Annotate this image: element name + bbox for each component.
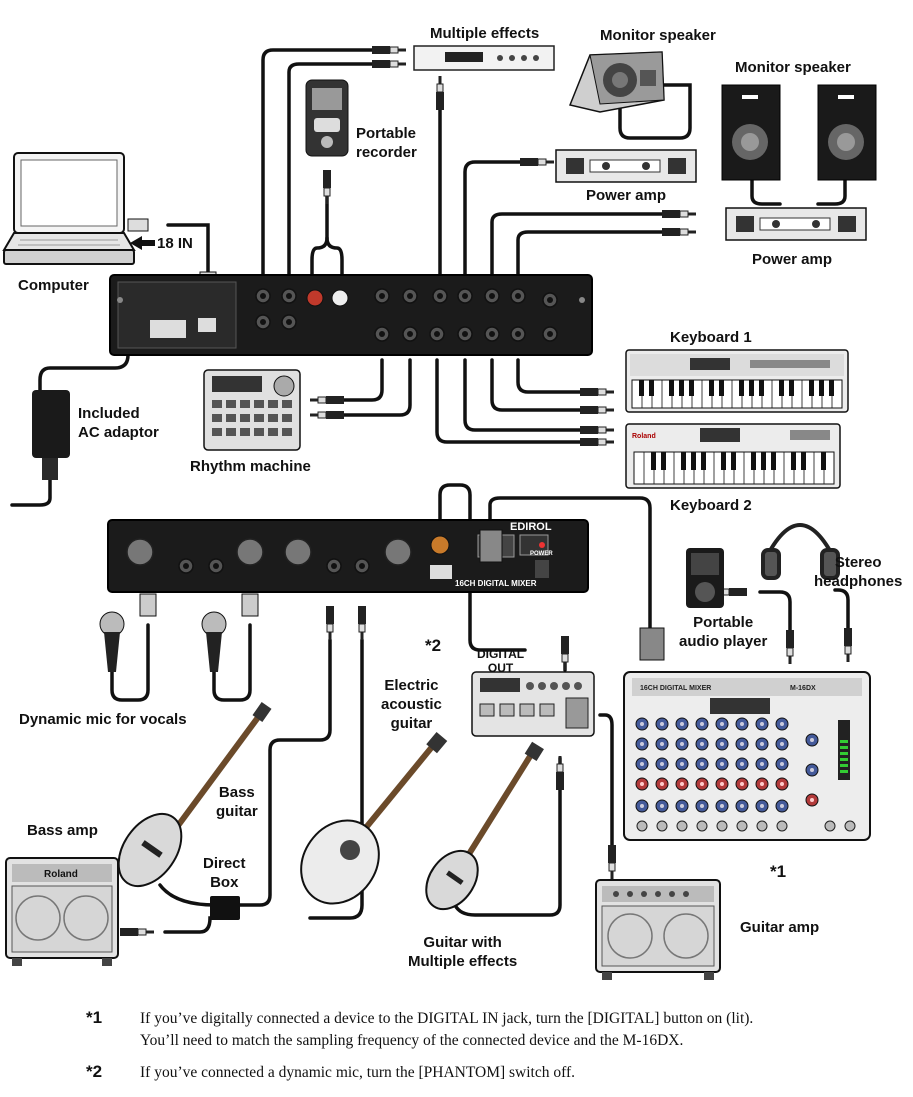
keyboard-1-device: [625, 349, 849, 413]
label-portable-recorder: Portable recorder: [356, 125, 417, 161]
rhythm-machine-device: [203, 369, 301, 451]
mixer-model: M-16DX: [790, 685, 816, 692]
note-2-line-1: If you’ve connected a dynamic mic, turn …: [140, 1064, 576, 1081]
monitor-speaker-left: [721, 84, 781, 181]
connection-diagram: Roland: [2, 45, 877, 980]
mic-1: [99, 611, 125, 672]
power-amp-1: [555, 149, 697, 183]
label-guitar-amp: Guitar amp: [740, 919, 820, 936]
digital-mixer-device: 16CH DIGITAL MIXER M-16DX: [623, 671, 871, 841]
label-portable-audio-player: Portable audio player: [679, 614, 768, 650]
label-rhythm-machine: Rhythm machine: [190, 458, 311, 475]
mic-2: [201, 611, 227, 672]
power-label: POWER: [530, 551, 553, 557]
label-bass-guitar: Bass guitar: [216, 784, 258, 820]
label-digital-out: DIGITAL OUT: [477, 647, 525, 675]
label-keyboard-1: Keyboard 1: [670, 329, 752, 346]
keyboard-2-brand: Roland: [632, 433, 656, 440]
label-power-amp-2: Power amp: [752, 251, 833, 268]
edirol-logo: EDIROL: [510, 521, 552, 533]
direct-box-device: [210, 896, 240, 920]
label-electric-acoustic-guitar: Electric acoustic guitar: [381, 677, 442, 732]
note-1-line-2: You’ll need to match the sampling freque…: [140, 1032, 684, 1049]
portable-audio-player-device: [686, 548, 724, 608]
label-multiple-effects: Multiple effects: [430, 25, 540, 42]
computer-laptop: [2, 152, 136, 265]
multi-effects-pedal: [471, 671, 595, 737]
rack-front-panel: EDIROL 16CH DIGITAL MIXER POWER: [107, 519, 589, 593]
ac-adaptor: [32, 390, 70, 480]
rack-rear-panel: [109, 274, 593, 356]
power-amp-2: [725, 207, 867, 241]
multiple-effects-unit: [413, 45, 555, 71]
bass-amp-brand: Roland: [44, 869, 78, 880]
monitor-speaker-right: [817, 84, 877, 181]
bass-amp-device: Roland: [5, 857, 119, 966]
keyboard-2-device: Roland: [625, 423, 841, 489]
stereo-headphones-device: [761, 523, 840, 580]
guitar-amp-device: [595, 879, 721, 980]
cables: [10, 48, 850, 934]
label-bass-amp: Bass amp: [27, 822, 98, 839]
label-18-in: 18 IN: [157, 235, 193, 252]
label-monitor-speaker-1: Monitor speaker: [600, 27, 716, 44]
label-power-amp-1: Power amp: [586, 187, 667, 204]
note-2-mark: *2: [86, 1062, 103, 1081]
bass-guitar-device: [117, 702, 272, 888]
rack-model-text: 16CH DIGITAL MIXER: [455, 579, 537, 588]
label-monitor-speaker-2: Monitor speaker: [735, 59, 851, 76]
marker-star-2: *2: [425, 636, 442, 655]
monitor-wedge: [568, 51, 665, 113]
portable-recorder-device: [305, 79, 349, 157]
electric-guitar-device: [425, 741, 544, 911]
marker-star-1: *1: [770, 862, 787, 881]
note-1-line-1: If you’ve digitally connected a device t…: [140, 1010, 754, 1027]
note-1-mark: *1: [86, 1008, 103, 1027]
label-computer: Computer: [18, 277, 89, 294]
arrow-18-in-icon: [130, 236, 155, 250]
label-direct-box: Direct Box: [203, 855, 246, 891]
label-stereo-headphones: Stereo headphones: [814, 554, 903, 590]
label-keyboard-2: Keyboard 2: [670, 497, 752, 514]
electric-acoustic-guitar-device: [300, 732, 448, 905]
label-guitar-with-effects: Guitar with Multiple effects: [408, 934, 518, 970]
label-dynamic-mic: Dynamic mic for vocals: [19, 711, 187, 728]
mixer-title: 16CH DIGITAL MIXER: [640, 685, 711, 692]
label-ac-adaptor: Included AC adaptor: [78, 405, 159, 441]
